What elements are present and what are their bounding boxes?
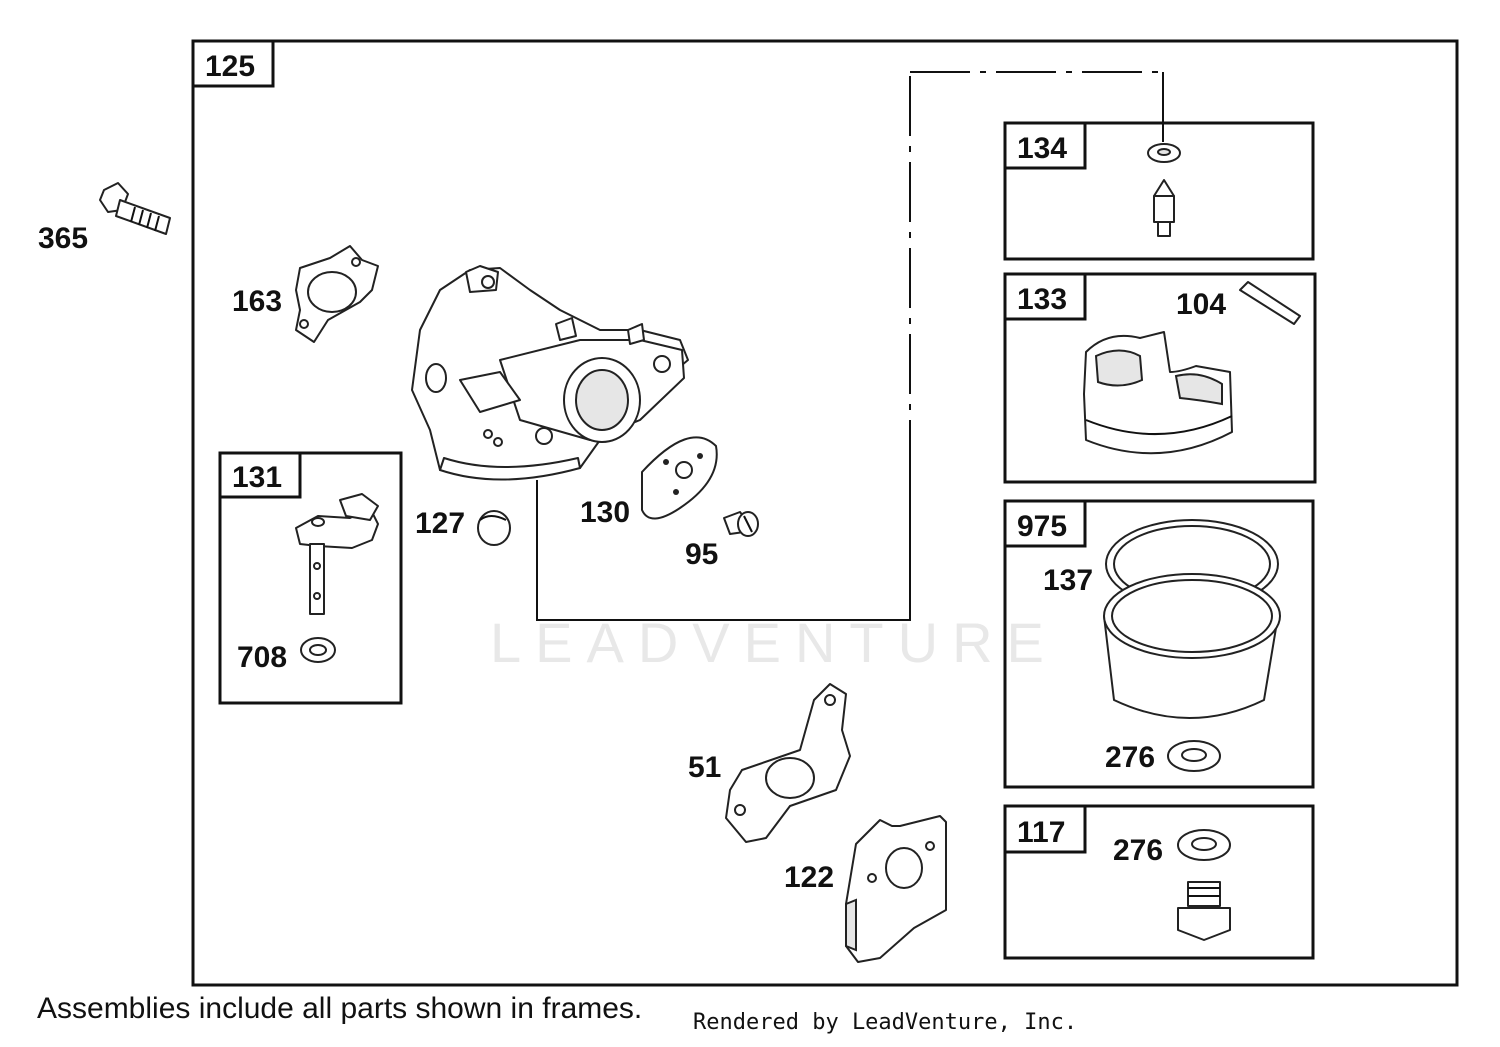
frame-125: [191, 39, 1459, 987]
screw-95-icon[interactable]: [723, 511, 759, 537]
frame-117: [1003, 804, 1315, 960]
insulator-122-icon[interactable]: [845, 815, 947, 963]
frame-975-label[interactable]: 975: [1017, 510, 1067, 543]
frame-134-label[interactable]: 134: [1017, 132, 1067, 165]
needle-valve-134-icon[interactable]: [1153, 179, 1175, 237]
float-pin-104-icon[interactable]: [1239, 281, 1301, 325]
callout-163[interactable]: 163: [232, 285, 282, 318]
washer-276-b-icon[interactable]: [1177, 829, 1231, 861]
callout-122[interactable]: 122: [784, 861, 834, 894]
carburetor-body-icon[interactable]: [411, 265, 689, 481]
throttle-shaft-131-icon[interactable]: [295, 493, 379, 615]
gasket-163-icon[interactable]: [295, 245, 379, 343]
frame-134-tag-box: [1003, 121, 1087, 170]
bowl-nut-117-icon[interactable]: [1177, 881, 1231, 941]
float-133-icon[interactable]: [1083, 331, 1233, 455]
footer-note: Assemblies include all parts shown in fr…: [37, 992, 643, 1025]
float-bowl-975-icon[interactable]: [1103, 573, 1281, 719]
callout-127[interactable]: 127: [415, 507, 465, 540]
plug-127-icon[interactable]: [477, 510, 511, 546]
frame-117-label[interactable]: 117: [1017, 816, 1065, 849]
frame-131-label[interactable]: 131: [232, 461, 282, 494]
frame-125-label[interactable]: 125: [205, 50, 255, 83]
bolt-365-icon[interactable]: [99, 182, 171, 235]
callout-365[interactable]: 365: [38, 222, 88, 255]
frame-125-tag-box: [191, 39, 275, 88]
callout-276-b[interactable]: 276: [1113, 834, 1163, 867]
callout-95[interactable]: 95: [685, 538, 718, 571]
washer-276-icon[interactable]: [1167, 740, 1221, 772]
callout-51[interactable]: 51: [688, 751, 721, 784]
disc-130-icon[interactable]: [641, 436, 718, 520]
callout-708[interactable]: 708: [237, 641, 287, 674]
frame-133-tag-box: [1003, 272, 1087, 321]
gasket-51-icon[interactable]: [725, 683, 851, 843]
frame-133-label[interactable]: 133: [1017, 283, 1067, 316]
callout-137[interactable]: 137: [1043, 564, 1093, 597]
frame-975-tag-box: [1003, 499, 1087, 548]
render-credit: Rendered by LeadVenture, Inc.: [693, 1010, 1078, 1035]
callout-276-a[interactable]: 276: [1105, 741, 1155, 774]
needle-seat-134-icon[interactable]: [1147, 143, 1181, 163]
callout-104[interactable]: 104: [1176, 288, 1226, 321]
frame-131: [218, 451, 403, 705]
seal-708-icon[interactable]: [300, 637, 336, 663]
leader-line-lower: [536, 480, 911, 621]
watermark-text: LEADVENTURE: [490, 611, 1058, 674]
frame-975: [1003, 499, 1315, 789]
frame-134: [1003, 121, 1315, 261]
frame-133: [1003, 272, 1317, 484]
callout-130[interactable]: 130: [580, 496, 630, 529]
frame-131-tag-box: [218, 451, 302, 499]
frame-117-tag-box: [1003, 804, 1087, 854]
